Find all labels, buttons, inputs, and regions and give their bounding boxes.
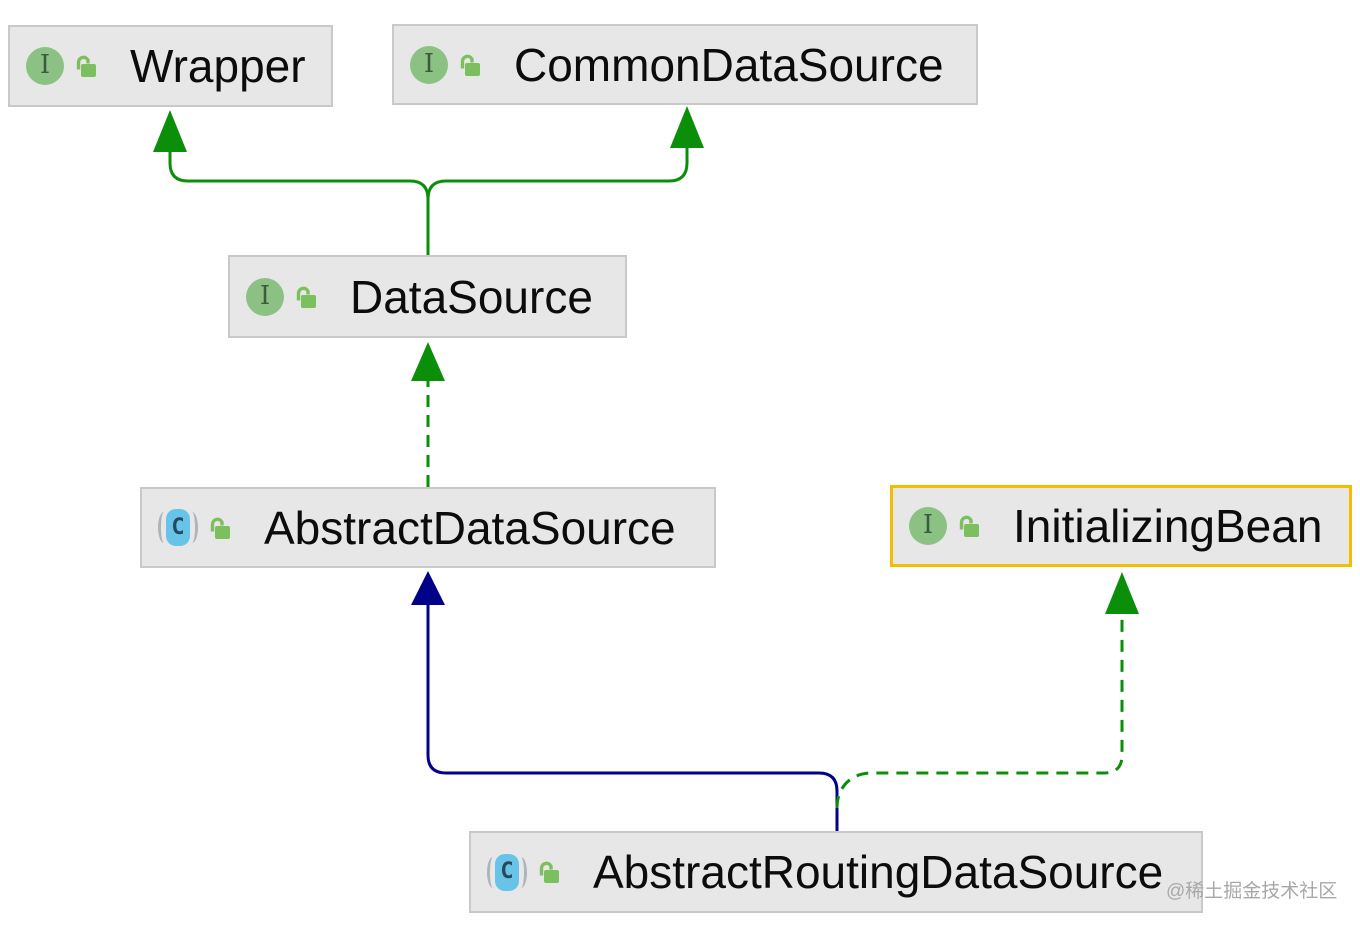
diagram-node-commondatasource[interactable]: I CommonDataSource <box>392 24 978 105</box>
interface-icon-glyph: I <box>259 280 271 311</box>
interface-icon-glyph: I <box>922 510 934 540</box>
interface-icon: I <box>246 277 284 316</box>
node-label: InitializingBean <box>1013 500 1323 552</box>
interface-icon-glyph: I <box>39 50 51 80</box>
node-label: AbstractRoutingDataSource <box>593 846 1164 898</box>
diagram-node-wrapper[interactable]: I Wrapper <box>8 25 333 107</box>
node-label: CommonDataSource <box>514 38 944 91</box>
diagram-node-abstractdatasource[interactable]: C AbstractDataSource <box>140 487 716 568</box>
diagram-node-abstractroutingdatasource[interactable]: C AbstractRoutingDataSource <box>469 831 1203 913</box>
unlocked-padlock-icon <box>537 859 561 885</box>
interface-icon-glyph: I <box>423 48 435 79</box>
diagram-node-datasource[interactable]: I DataSource <box>228 255 627 338</box>
class-icon-pill: C <box>166 509 190 546</box>
class-icon: C <box>487 852 527 892</box>
class-icon-pill: C <box>495 853 519 891</box>
unlocked-padlock-icon <box>294 284 318 310</box>
unlocked-padlock-icon <box>957 513 981 539</box>
class-icon: C <box>158 508 198 548</box>
class-icon-paren-left <box>158 512 170 543</box>
class-icon-paren-left <box>487 856 499 888</box>
arrowhead-into-initializingbean <box>1105 572 1139 614</box>
node-label: DataSource <box>350 270 593 323</box>
diagram-node-initializingbean[interactable]: I InitializingBean <box>890 485 1352 567</box>
class-icon-glyph: C <box>171 514 185 540</box>
class-icon-glyph: C <box>500 859 514 884</box>
interface-icon: I <box>410 45 448 84</box>
node-label: AbstractDataSource <box>264 501 676 554</box>
edge-datasource-extends-commondatasource <box>426 148 689 255</box>
interface-icon: I <box>26 47 64 85</box>
edge-datasource-extends-wrapper <box>168 152 430 255</box>
interface-icon: I <box>909 507 947 545</box>
arrowhead-into-abstractdatasource <box>411 571 445 605</box>
arrowhead-into-datasource <box>411 342 445 381</box>
unlocked-padlock-icon <box>208 515 232 541</box>
class-icon-paren-right <box>186 512 198 543</box>
watermark-text: @稀土掘金技术社区 <box>1166 881 1338 902</box>
class-icon-paren-right <box>515 856 527 888</box>
node-label: Wrapper <box>130 40 306 92</box>
unlocked-padlock-icon <box>74 53 98 79</box>
edge-abstractroutingdatasource-implements-initializingbean <box>835 614 1124 809</box>
edge-abstractroutingdatasource-extends-abstractdatasource <box>426 605 839 831</box>
unlocked-padlock-icon <box>458 52 482 78</box>
arrowhead-into-wrapper <box>153 110 187 152</box>
arrowhead-into-commondatasource <box>670 106 704 148</box>
